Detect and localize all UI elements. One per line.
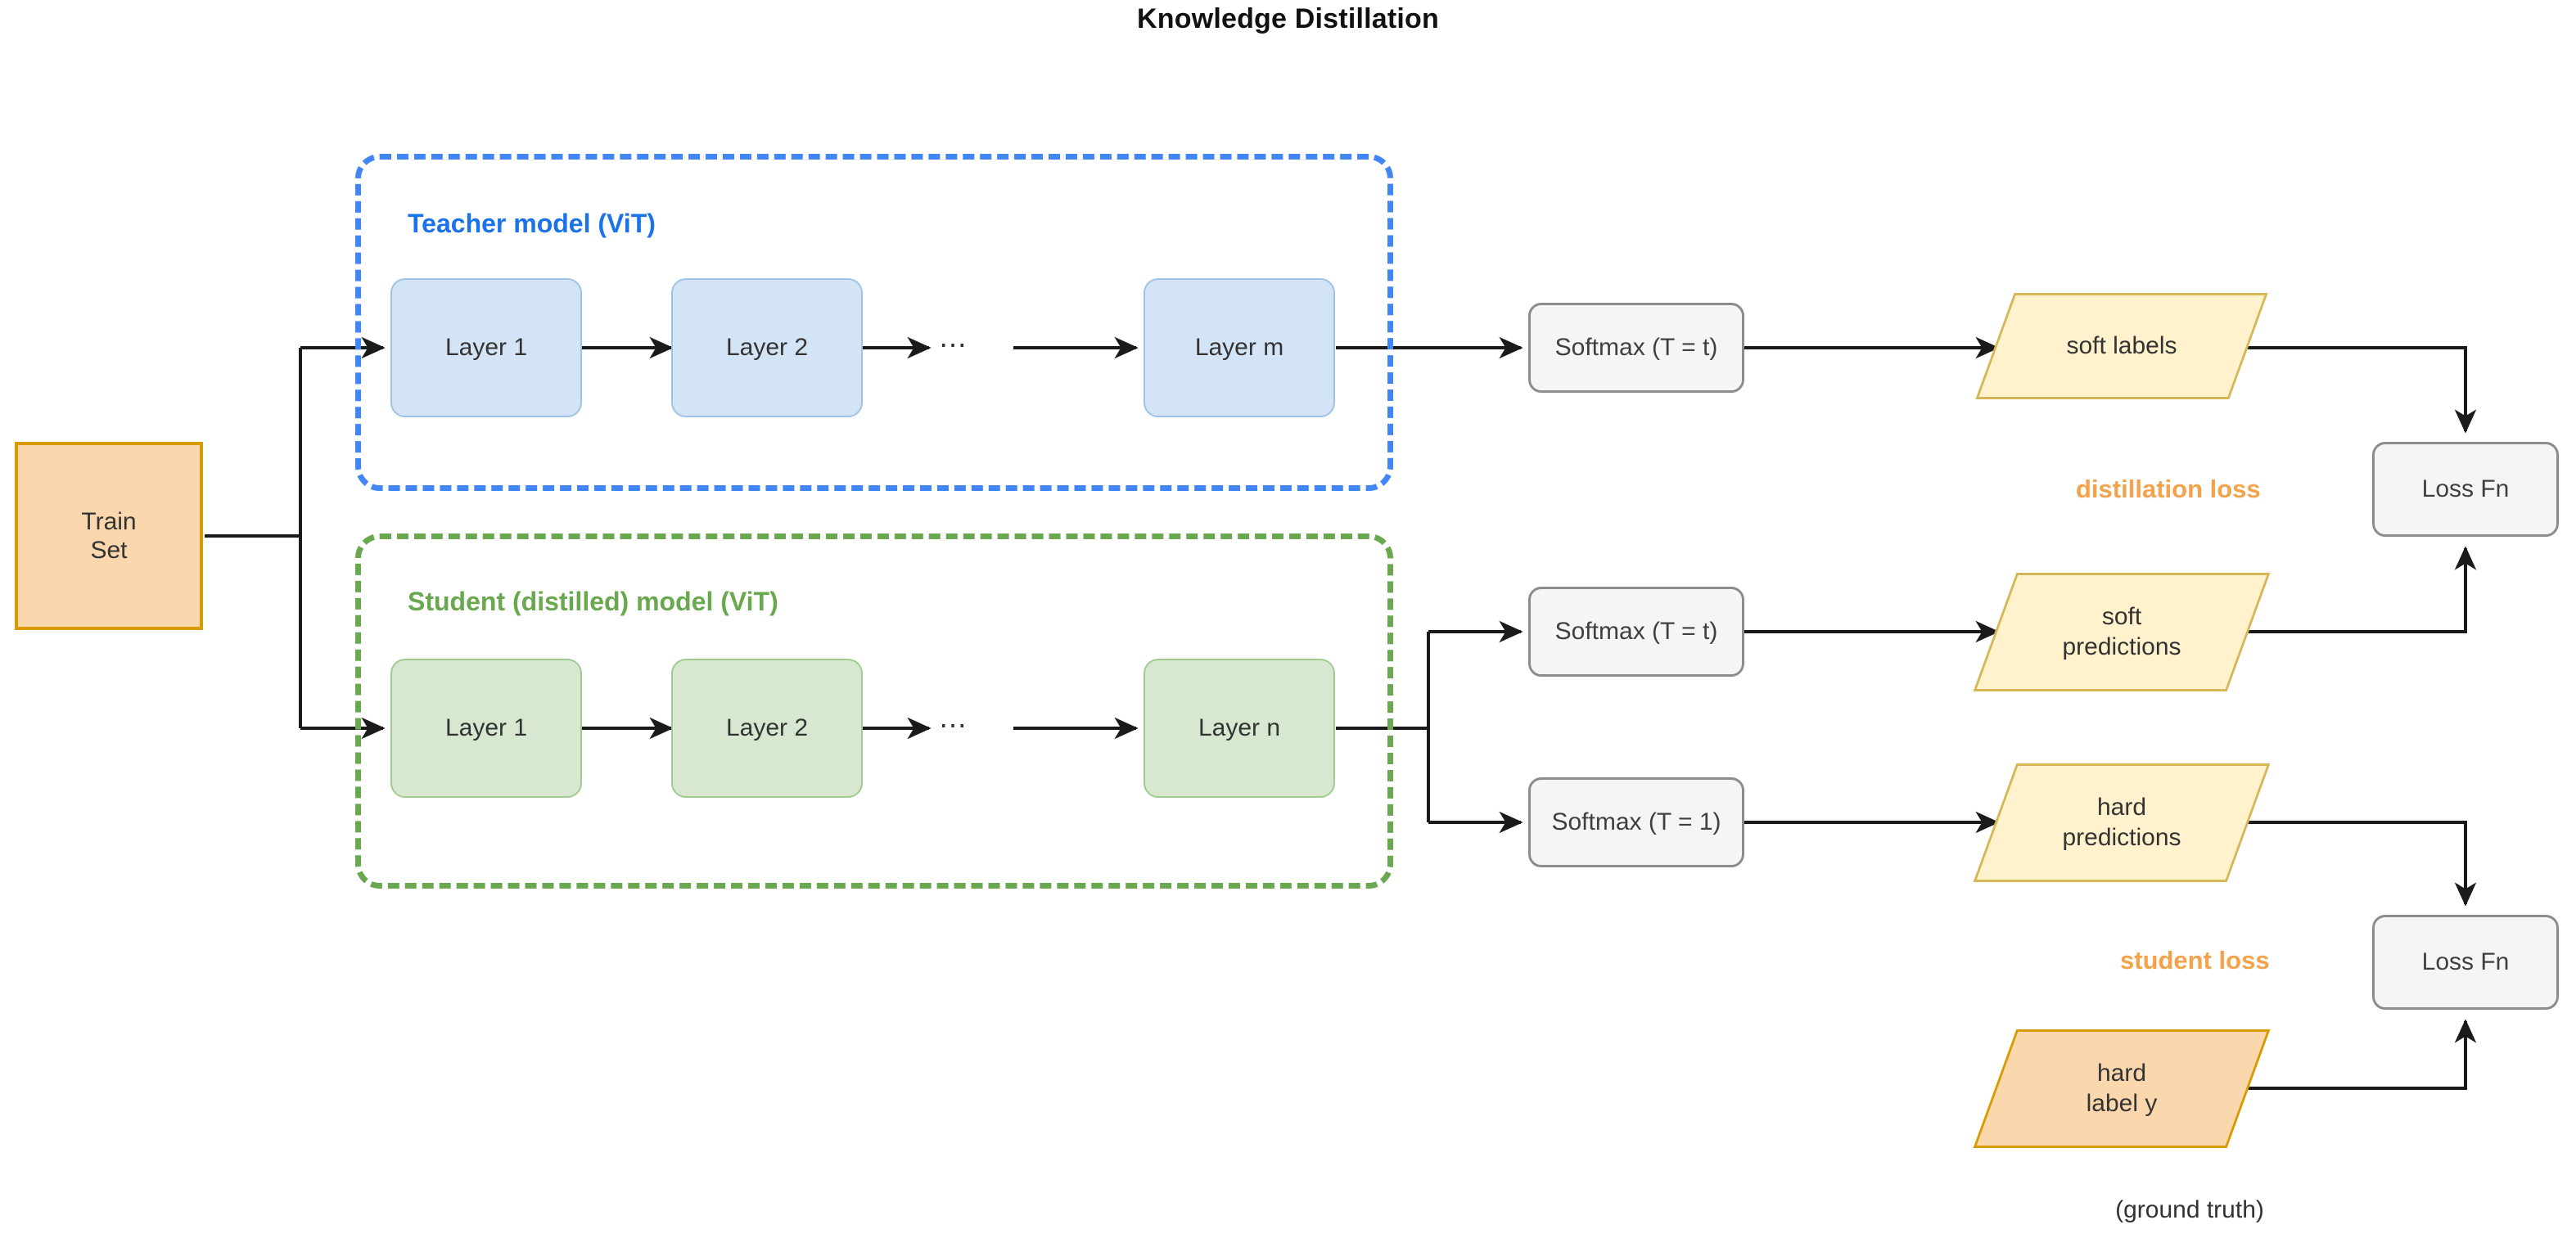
teacher-layer-m[interactable]: Layer m [1144, 278, 1335, 417]
student-loss-label: student loss [2120, 946, 2270, 975]
hard-predictions-line1: hard [2096, 793, 2147, 821]
teacher-layer-2[interactable]: Layer 2 [671, 278, 863, 417]
hard-predictions-text: hard predictions [1995, 763, 2249, 882]
student-layer-2[interactable]: Layer 2 [671, 659, 863, 798]
student-layer-n[interactable]: Layer n [1144, 659, 1335, 798]
student-softmax-soft-node[interactable]: Softmax (T = t) [1528, 587, 1744, 677]
soft-predictions-line2: predictions [2062, 633, 2181, 660]
ground-truth-caption: (ground truth) [2115, 1196, 2264, 1223]
student-loss-fn-node[interactable]: Loss Fn [2372, 915, 2559, 1010]
student-layers-ellipsis: ⋯ [939, 710, 968, 741]
hard-label-y-node[interactable]: hard label y [1973, 1029, 2271, 1148]
student-layer-1[interactable]: Layer 1 [390, 659, 582, 798]
teacher-layers-ellipsis: ⋯ [939, 330, 968, 361]
distillation-loss-label: distillation loss [2076, 475, 2261, 503]
hard-label-y-text: hard label y [1995, 1029, 2249, 1148]
teacher-layer-1[interactable]: Layer 1 [390, 278, 582, 417]
distillation-loss-fn-node[interactable]: Loss Fn [2372, 442, 2559, 537]
train-set-line1: Train [81, 507, 137, 535]
hard-predictions-line2: predictions [2062, 823, 2181, 851]
teacher-softmax-node[interactable]: Softmax (T = t) [1528, 303, 1744, 393]
soft-labels-text: soft labels [2066, 331, 2177, 359]
student-model-label: Student (distilled) model (ViT) [408, 587, 778, 616]
hard-predictions-node[interactable]: hard predictions [1973, 763, 2271, 882]
page-title: Knowledge Distillation [1137, 3, 1439, 34]
student-softmax-hard-node[interactable]: Softmax (T = 1) [1528, 777, 1744, 867]
teacher-model-group [355, 154, 1393, 491]
hard-label-y-line1: hard [2096, 1059, 2147, 1087]
soft-predictions-text: soft predictions [1995, 573, 2249, 691]
teacher-model-label: Teacher model (ViT) [408, 209, 656, 238]
train-set-line2: Set [90, 537, 128, 564]
soft-labels-node[interactable]: soft labels [1975, 293, 2268, 399]
soft-predictions-node[interactable]: soft predictions [1973, 573, 2271, 691]
student-model-group [355, 533, 1393, 889]
train-set-node[interactable]: Train Set [15, 442, 203, 630]
soft-predictions-line1: soft [2101, 602, 2142, 630]
hard-label-y-line2: label y [2086, 1089, 2158, 1117]
